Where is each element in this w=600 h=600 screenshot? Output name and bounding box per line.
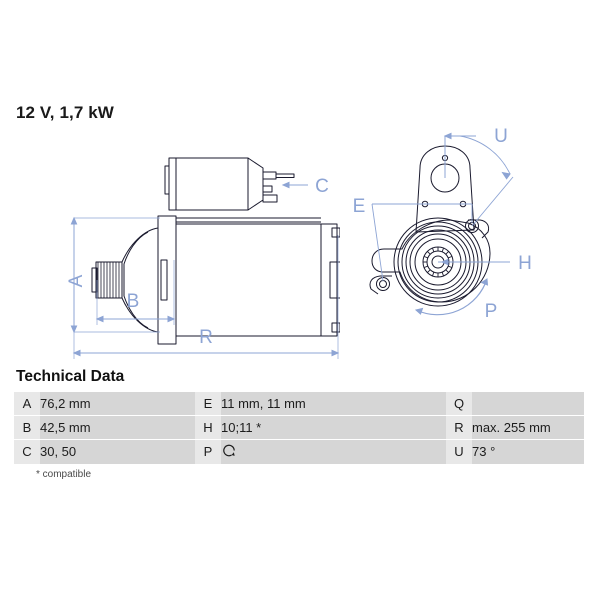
table-row: C 30, 50 P U 73 ° xyxy=(14,439,584,464)
spec-label-p: P xyxy=(195,439,221,464)
spec-value-e: 11 mm, 11 mm xyxy=(221,391,446,416)
dimension-label-P: P xyxy=(485,301,498,322)
dimension-label-B: B xyxy=(127,291,140,312)
rotation-clockwise-icon xyxy=(221,442,238,462)
dimension-label-C: C xyxy=(315,176,329,197)
dimension-label-E: E xyxy=(353,196,366,217)
technical-data-heading: Technical Data xyxy=(16,368,125,385)
spec-value-b: 42,5 mm xyxy=(40,415,195,440)
spec-label-e: E xyxy=(195,391,221,416)
spec-value-r: max. 255 mm xyxy=(472,415,584,440)
spec-label-b: B xyxy=(14,415,40,440)
spec-label-u: U xyxy=(446,439,472,464)
table-row: B 42,5 mm H 10;11 * R max. 255 mm xyxy=(14,415,584,440)
dimension-label-A: A xyxy=(66,274,87,287)
spec-value-q xyxy=(472,391,584,416)
technical-data-table: A 76,2 mm E 11 mm, 11 mm Q B 42,5 mm H 1… xyxy=(14,391,584,464)
spec-value-c: 30, 50 xyxy=(40,439,195,464)
dimension-label-R: R xyxy=(199,327,213,348)
technical-data-section: Technical Data A 76,2 mm E 11 mm, 11 mm … xyxy=(0,368,600,480)
spec-label-c: C xyxy=(14,439,40,464)
spec-value-h: 10;11 * xyxy=(221,415,446,440)
starter-motor-side-view: A B R C xyxy=(60,140,340,365)
dimension-label-U: U xyxy=(494,126,508,147)
spec-value-u: 73 ° xyxy=(472,439,584,464)
spec-value-a: 76,2 mm xyxy=(40,391,195,416)
table-row: A 76,2 mm E 11 mm, 11 mm Q xyxy=(14,391,584,416)
spec-label-h: H xyxy=(195,415,221,440)
spec-label-r: R xyxy=(446,415,472,440)
spec-label-a: A xyxy=(14,391,40,416)
starter-motor-front-view: E H U P xyxy=(350,120,550,330)
dimension-label-H: H xyxy=(518,253,532,274)
spec-label-q: Q xyxy=(446,391,472,416)
spec-value-p xyxy=(221,439,446,464)
page-title: 12 V, 1,7 kW xyxy=(16,103,114,122)
table-footnote: * compatible xyxy=(36,468,92,480)
